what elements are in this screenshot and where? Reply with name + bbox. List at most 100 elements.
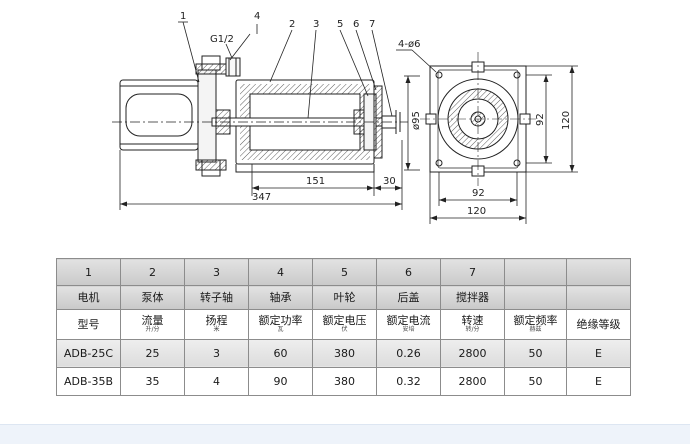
header-label: 流量 [141,314,164,328]
part-name-cell: 搅拌器 [440,285,505,311]
callout-2: 2 [289,19,295,30]
cell-current: 0.32 [376,366,441,397]
callout-labels: 1 4 2 3 5 6 7 G1/2 [180,11,375,45]
callout-5: 5 [337,19,343,30]
part-number-cell: 1 [56,257,121,287]
footer-band [0,424,690,444]
pump-technical-drawing: 1 4 2 3 5 6 7 G1/2 ø95 151 30 347 [112,11,578,224]
pump-side-view [112,55,408,177]
part-name-cell: 转子轴 [184,285,249,311]
cell-flow: 25 [120,338,185,368]
side-dimension-labels: ø95 151 30 347 [252,111,422,203]
callout-4: 4 [254,11,260,22]
cell-speed: 2800 [440,366,505,397]
header-speed: 转速转/分 [440,309,505,340]
cell-voltage: 380 [312,338,377,368]
header-unit: 伏 [341,326,348,334]
dim-flange-dia: ø95 [411,111,422,130]
part-name-cell: 轴承 [248,285,313,311]
part-number-cell: 7 [440,257,505,287]
dim-overall-length: 347 [252,192,271,203]
dim-cover-length: 30 [383,176,396,187]
dim-body-length: 151 [306,176,325,187]
inlet-fitting [225,57,241,77]
part-number-cell: 3 [184,257,249,287]
mount-hole-br [513,159,521,167]
part-number-row: 1 2 3 4 5 6 7 [56,257,631,287]
table-row: ADB-35B 35 4 90 380 0.32 2800 50 E [56,366,631,397]
cell-insulation: E [566,366,631,397]
bolt-top [195,63,227,75]
cell-power: 60 [248,338,313,368]
dim-plate-inner-h: 92 [535,113,546,126]
cell-power: 90 [248,366,313,397]
header-unit: 赫兹 [529,326,542,334]
part-number-cell [566,257,631,287]
part-name-cell: 电机 [56,285,121,311]
header-unit: 米 [213,326,220,334]
header-flow: 流量升/分 [120,309,185,340]
part-name-cell: 叶轮 [312,285,377,311]
cell-model: ADB-35B [56,366,121,397]
part-name-row: 电机 泵体 转子轴 轴承 叶轮 后盖 搅拌器 [56,285,631,311]
part-number-cell: 6 [376,257,441,287]
callout-1: 1 [180,11,186,22]
header-label: 额定功率 [258,314,303,328]
motor-housing [119,79,199,151]
bolt-bottom [195,159,227,171]
dim-plate-outer-w: 120 [467,206,486,217]
header-label: 额定电压 [322,314,367,328]
cell-voltage: 380 [312,366,377,397]
cell-flow: 35 [120,366,185,397]
dim-plate-inner-w: 92 [472,188,485,199]
cell-current: 0.26 [376,338,441,368]
header-frequency: 额定频率赫兹 [504,309,567,340]
part-number-cell: 5 [312,257,377,287]
side-dimensions [119,75,420,210]
motor-fin [125,93,193,137]
header-unit: 升/分 [145,326,160,334]
end-dimension-labels: 4-ø6 92 120 92 120 [398,39,572,217]
cell-head: 4 [184,366,249,397]
part-name-cell [504,285,567,311]
header-label: 型号 [77,317,100,331]
header-unit: 安培 [402,326,415,334]
header-voltage: 额定电压伏 [312,309,377,340]
header-label: 扬程 [205,314,228,328]
header-label: 额定频率 [513,314,558,328]
part-name-cell: 后盖 [376,285,441,311]
part-number-cell: 4 [248,257,313,287]
cell-model: ADB-25C [56,338,121,368]
header-unit: 转/分 [465,326,480,334]
header-head: 扬程米 [184,309,249,340]
header-label: 额定电流 [386,314,431,328]
cell-speed: 2800 [440,338,505,368]
part-name-cell [566,285,631,311]
header-insulation: 绝缘等级 [566,309,631,340]
header-current: 额定电流安培 [376,309,441,340]
part-number-cell [504,257,567,287]
pump-end-view [420,52,536,186]
cell-frequency: 50 [504,338,567,368]
part-name-cell: 泵体 [120,285,185,311]
callout-3: 3 [313,19,319,30]
part-number-cell: 2 [120,257,185,287]
dim-plate-outer-h: 120 [561,111,572,130]
spec-header-row: 型号 流量升/分 扬程米 额定功率瓦 额定电压伏 额定电流安培 转速转/分 额定… [56,309,631,340]
end-dimension-arrows [430,66,575,221]
end-dimensions [396,49,578,224]
callout-7: 7 [369,19,375,30]
cell-frequency: 50 [504,366,567,397]
cell-insulation: E [566,338,631,368]
callout-leaders [178,21,393,119]
table-row: ADB-25C 25 3 60 380 0.26 2800 50 E [56,338,631,368]
header-unit: 瓦 [277,326,284,334]
mount-hole-bl [435,159,443,167]
parts-spec-table: 1 2 3 4 5 6 7 电机 泵体 转子轴 轴承 叶轮 后盖 搅拌器 型号 … [56,257,631,397]
header-label: 转速 [461,314,484,328]
header-model: 型号 [56,309,121,340]
callout-6: 6 [353,19,359,30]
holes-label: 4-ø6 [398,39,420,50]
header-power: 额定功率瓦 [248,309,313,340]
thread-label: G1/2 [210,34,234,45]
